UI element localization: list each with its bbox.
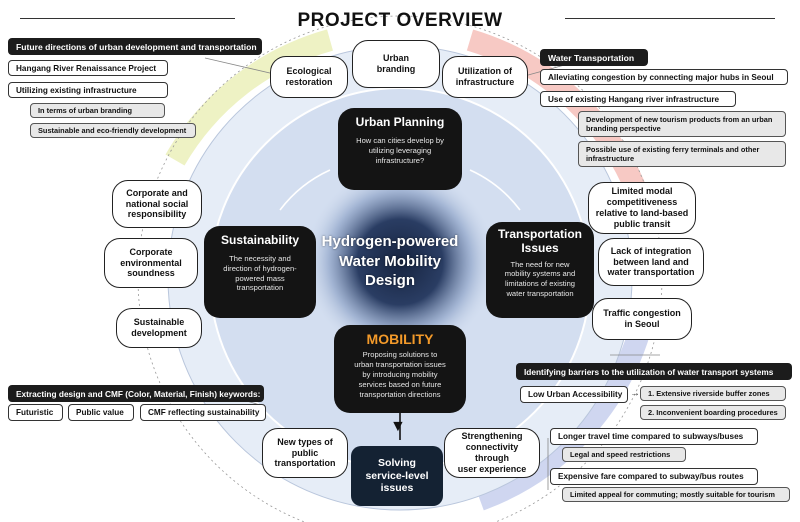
right-panel-item: Use of existing Hangang river infrastruc… [540, 91, 736, 107]
bubble-urban-branding: Urban branding [352, 40, 440, 88]
title-rule-right [565, 18, 775, 19]
left-panel-item: Utilizing existing infrastructure [8, 82, 168, 98]
right-panel-subitem: Possible use of existing ferry terminals… [578, 141, 786, 167]
bubble-lack-integration: Lack of integration between land and wat… [598, 238, 704, 286]
expensive-fare: Expensive fare compared to subway/bus ro… [550, 468, 758, 485]
mobility-box: MOBILITY Proposing solutions to urban tr… [334, 325, 466, 413]
left-panel-subitem: Sustainable and eco-friendly development [30, 123, 196, 138]
travel-sub: Legal and speed restrictions [562, 447, 686, 462]
keyword-cmf: CMF reflecting sustainability [140, 404, 266, 421]
sustainability-desc: The necessity and direction of hydrogen-… [223, 253, 297, 293]
page-title: PROJECT OVERVIEW [297, 10, 503, 31]
right-panel-header: Water Transportation [540, 49, 648, 66]
center-title: Hydrogen-powered Water Mobility Design [321, 233, 459, 289]
urban-planning-box: Urban Planning How can cities develop by… [338, 108, 462, 190]
bubble-environmental-soundness: Corporate environmental soundness [104, 238, 198, 288]
left-panel-header: Future directions of urban development a… [8, 38, 262, 55]
bubble-limited-modal: Limited modal competitiveness relative t… [588, 182, 696, 234]
right-panel-subitem: Development of new tourism products from… [578, 111, 786, 137]
keyword-futuristic: Futuristic [8, 404, 63, 421]
yellow-arc [165, 29, 334, 166]
solving-service-level-issues: Solving service-level issues [351, 446, 443, 506]
sustainability-box: Sustainability The necessity and directi… [204, 226, 316, 318]
left-curve-arrow [279, 169, 331, 211]
urban-planning-title: Urban Planning [355, 115, 445, 129]
left-panel-subitem: In terms of urban branding [30, 103, 165, 118]
bottom-right-header: Identifying barriers to the utilization … [516, 363, 792, 380]
right-panel-item: Alleviating congestion by connecting maj… [540, 69, 788, 85]
transportation-issues-box: Transportation Issues The need for new m… [486, 222, 594, 318]
longer-travel-time: Longer travel time compared to subways/b… [550, 428, 758, 445]
keyword-public-value: Public value [68, 404, 134, 421]
right-curve-arrow [469, 169, 521, 211]
low-urban-accessibility: Low Urban Accessibility [520, 386, 628, 403]
title-rule-left [20, 18, 235, 19]
accessibility-sub: 2. Inconvenient boarding procedures [640, 405, 786, 420]
transportation-issues-title: Transportation Issues [497, 227, 582, 255]
bubble-csr: Corporate and national social responsibi… [112, 180, 202, 228]
bubble-strengthening-connectivity: Strengthening connectivity through user … [444, 428, 540, 478]
center-glow [305, 167, 495, 357]
urban-planning-desc: How can cities develop by utilizing leve… [356, 135, 444, 165]
accessibility-sub: 1. Extensive riverside buffer zones [640, 386, 786, 401]
transportation-issues-desc: The need for new mobility systems and li… [504, 259, 576, 299]
bubble-utilization-infrastructure: Utilization of infrastructure [442, 56, 528, 98]
fare-sub: Limited appeal for commuting; mostly sui… [562, 487, 790, 502]
bubble-sustainable-development: Sustainable development [116, 308, 202, 348]
bubble-ecological-restoration: Ecological restoration [270, 56, 348, 98]
bubble-new-public-transport: New types of public transportation [262, 428, 348, 478]
mobility-desc: Proposing solutions to urban transportat… [354, 350, 446, 399]
arrow-right-icon: → [630, 388, 640, 399]
down-arrow-icon: ▼ [390, 418, 406, 435]
left-panel-item: Hangang River Renaissance Project [8, 60, 168, 76]
mobility-title: MOBILITY [366, 331, 434, 347]
sustainability-title: Sustainability [220, 233, 300, 247]
bubble-traffic-congestion: Traffic congestion in Seoul [592, 298, 692, 340]
bottom-left-header: Extracting design and CMF (Color, Materi… [8, 385, 264, 402]
